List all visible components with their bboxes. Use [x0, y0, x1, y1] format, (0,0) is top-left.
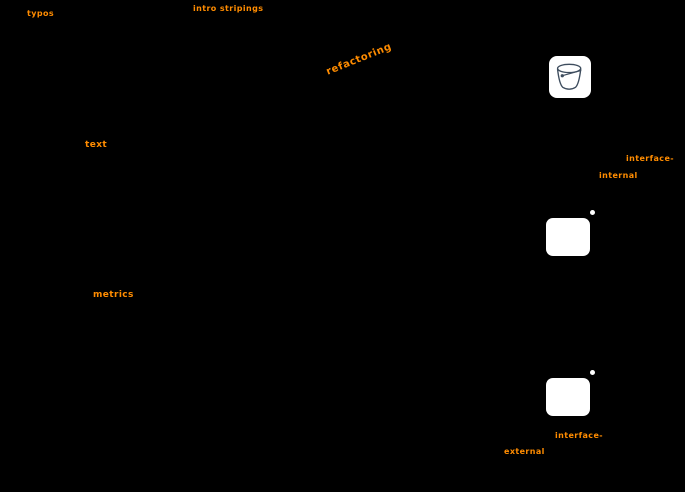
bucket-card [549, 56, 591, 98]
window-external-icon [546, 370, 595, 416]
note-interface-external-line1: interface- [555, 431, 603, 440]
note-interface-internal-line1: interface- [626, 154, 674, 163]
cursor-dot-external [590, 370, 595, 375]
note-typos: typos [27, 9, 55, 18]
note-metrics: metrics [93, 290, 134, 300]
note-interface-internal-line2: internal [599, 171, 638, 180]
note-interface-external-line2: external [504, 447, 545, 456]
cursor-dot-internal [590, 210, 595, 215]
note-stripings: intro stripings [193, 4, 264, 13]
window-internal-icon [546, 210, 595, 256]
bucket-icon [556, 63, 582, 90]
note-refactoring: refactoring [324, 41, 394, 78]
note-text: text [85, 140, 108, 150]
